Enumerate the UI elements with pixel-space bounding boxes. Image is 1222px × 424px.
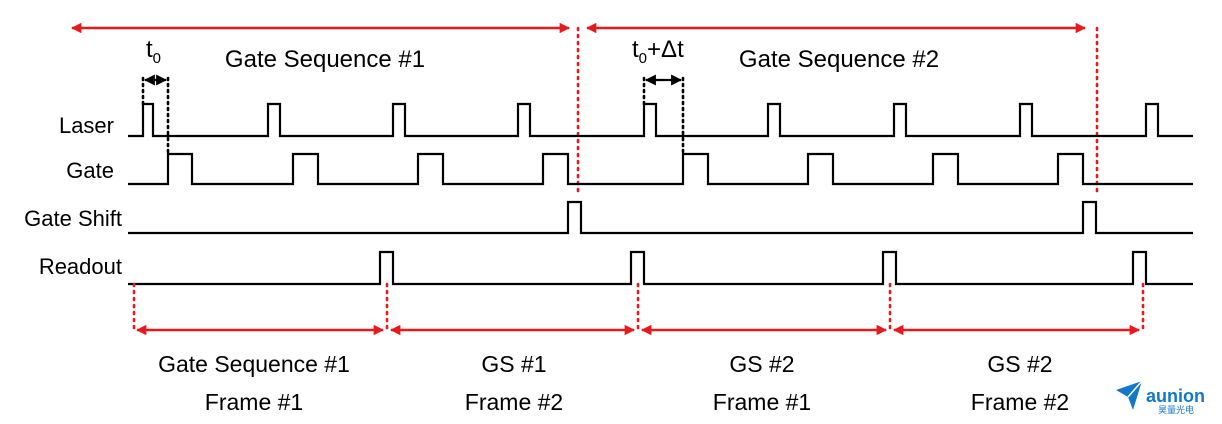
- aunion-logo: aunion 昊量光电: [1116, 380, 1205, 416]
- sequence-2-title: Gate Sequence #2: [739, 46, 939, 73]
- t0-delta-label: t0+Δt: [632, 36, 684, 67]
- sequence-1-title: Gate Sequence #1: [225, 46, 425, 73]
- logo-subtitle: 昊量光电: [1158, 404, 1194, 416]
- frame-3-line1: GS #2: [729, 351, 794, 377]
- frame-4-line2: Frame #2: [971, 389, 1069, 415]
- laser-label: Laser: [59, 113, 114, 138]
- frame-2-line1: GS #1: [481, 351, 546, 377]
- frame-2-line2: Frame #2: [465, 389, 563, 415]
- logo-brand: aunion: [1146, 386, 1205, 406]
- frame-3-line2: Frame #1: [713, 389, 811, 415]
- t0-label: t0: [146, 36, 161, 67]
- frame-1-line2: Frame #1: [205, 389, 303, 415]
- readout-label: Readout: [39, 254, 122, 279]
- gate-shift-label: Gate Shift: [24, 206, 122, 231]
- gate-shift-waveform: [128, 200, 1193, 235]
- gate-label: Gate: [66, 158, 114, 183]
- frame-4-line1: GS #2: [987, 351, 1052, 377]
- readout-waveform: [128, 250, 1193, 286]
- gate-waveform: [128, 152, 1193, 186]
- frame-1-line1: Gate Sequence #1: [158, 351, 350, 377]
- laser-waveform: [128, 102, 1193, 138]
